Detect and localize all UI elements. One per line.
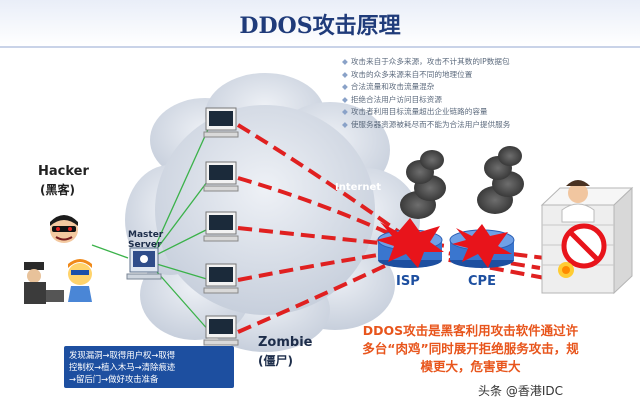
cpe-label: CPE	[468, 274, 496, 289]
zombie-computers	[203, 107, 239, 346]
master-label-line2: Server	[128, 240, 162, 250]
smoke-plumes	[400, 146, 524, 219]
bullet-item: ◆拒绝合法用户访问目标资源	[342, 94, 442, 104]
control-lines	[91, 124, 211, 333]
internet-label: Internet	[335, 182, 382, 193]
desc-line: 模更大，危害更大	[420, 359, 521, 374]
feature-bullet-list: ◆攻击来自于众多来源，攻击不计其数的IP数据包 ◆攻击的众多来源来自不同的地理位…	[342, 56, 510, 132]
hacker-cn-label: (黑客)	[40, 183, 75, 197]
zombie-cn-label: (僵尸)	[258, 354, 293, 368]
isp-router	[376, 218, 444, 268]
note-line: →留后门→做好攻击准备	[69, 374, 159, 384]
note-line: 控制权→植入木马→清除痕迹	[69, 362, 176, 372]
title-banner	[0, 0, 640, 46]
victim-server	[540, 180, 634, 295]
page-title: DDOS攻击原理	[239, 13, 401, 39]
title-divider	[0, 46, 640, 48]
attack-steps-note: 发现漏洞→取得用户权→取得 控制权→植入木马→清除痕迹 →留后门→做好攻击准备	[64, 346, 234, 388]
bullet-item: ◆攻击来自于众多来源，攻击不计其数的IP数据包	[342, 57, 510, 66]
desc-line: 多台“肉鸡”同时展开拒绝服务攻击，规	[362, 341, 579, 356]
bullet-item: ◆攻击的众多来源来自不同的地理位置	[342, 69, 473, 79]
zombie-computer-2	[203, 161, 239, 192]
master-label-line1: Master	[128, 230, 164, 240]
zombie-label: Zombie	[258, 335, 313, 350]
zombie-computer-3	[203, 211, 239, 242]
zombie-computer-1	[203, 107, 239, 138]
hacker-label: Hacker	[38, 164, 89, 179]
hacker-figures	[24, 215, 92, 304]
bullet-item: ◆攻击者利用目标流量超出企业链路的容量	[342, 107, 488, 117]
bullet-item: ◆合法流量和攻击流量混杂	[342, 82, 435, 92]
zombie-computer-4	[203, 263, 239, 294]
ddos-description: DDOS攻击是黑客利用攻击软件通过许 多台“肉鸡”同时展开拒绝服务攻击，规 模更…	[328, 322, 613, 376]
desc-line: DDOS攻击是黑客利用攻击软件通过许	[362, 323, 579, 338]
zombie-computer-5	[203, 315, 239, 346]
bullet-item: ◆使服务器资源被耗尽而不能为合法用户提供服务	[342, 119, 511, 129]
cpe-router	[449, 224, 515, 268]
master-server	[126, 247, 162, 280]
watermark: 头条 @香港IDC	[478, 384, 563, 398]
note-line: 发现漏洞→取得用户权→取得	[69, 350, 176, 360]
isp-label: ISP	[396, 274, 420, 289]
